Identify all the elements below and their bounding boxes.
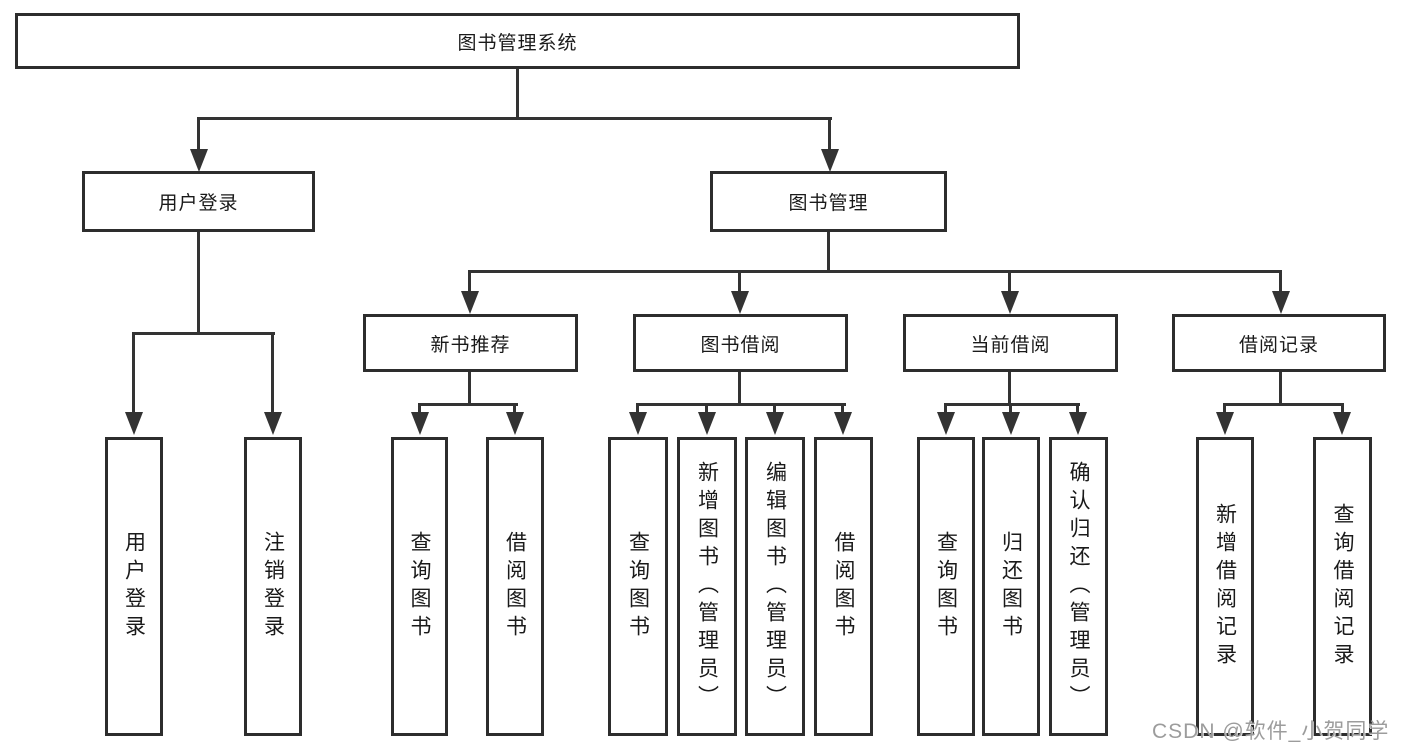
node-current-borrow-label: 当前借阅 bbox=[970, 334, 1051, 356]
connector-line bbox=[197, 232, 200, 335]
leaf-label: 借阅图书 bbox=[832, 530, 855, 643]
connector-line bbox=[271, 334, 274, 412]
arrow-down-icon bbox=[629, 412, 647, 435]
arrow-down-icon bbox=[1002, 412, 1020, 435]
arrow-down-icon bbox=[1001, 291, 1019, 314]
connector-line bbox=[705, 405, 708, 414]
connector-line bbox=[468, 272, 471, 292]
arrow-down-icon bbox=[766, 412, 784, 435]
node-user-login-label: 用户登录 bbox=[158, 193, 239, 214]
node-borrow-records-label: 借阅记录 bbox=[1238, 334, 1319, 356]
leaf-confirm-return-admin: 确认归还（管理员） bbox=[1049, 437, 1108, 736]
connector-line bbox=[1279, 372, 1282, 405]
node-root-label: 图书管理系统 bbox=[457, 32, 578, 54]
arrow-down-icon bbox=[461, 291, 479, 314]
connector-line bbox=[516, 69, 519, 119]
arrow-down-icon bbox=[698, 412, 716, 435]
node-borrow-records: 借阅记录 bbox=[1172, 314, 1386, 372]
connector-line bbox=[197, 119, 200, 152]
leaf-add-borrow-record: 新增借阅记录 bbox=[1196, 437, 1254, 736]
connector-line bbox=[1009, 405, 1012, 414]
leaf-edit-books-admin: 编辑图书（管理员） bbox=[745, 437, 805, 736]
connector-line bbox=[738, 372, 741, 405]
connector-line bbox=[513, 405, 516, 414]
arrow-down-icon bbox=[264, 412, 282, 435]
connector-line bbox=[1223, 405, 1226, 414]
node-book-borrow: 图书借阅 bbox=[633, 314, 848, 372]
arrow-down-icon bbox=[125, 412, 143, 435]
connector-line bbox=[827, 232, 830, 272]
connector-line bbox=[944, 403, 1080, 406]
node-user-login: 用户登录 bbox=[82, 171, 315, 232]
leaf-label: 查询图书 bbox=[626, 530, 650, 643]
leaf-label: 查询图书 bbox=[934, 530, 958, 643]
node-new-book-recommend: 新书推荐 bbox=[363, 314, 578, 372]
arrow-down-icon bbox=[1069, 412, 1087, 435]
arrow-down-icon bbox=[190, 149, 208, 172]
connector-line bbox=[197, 117, 832, 120]
connector-line bbox=[841, 405, 844, 414]
connector-line bbox=[468, 270, 1282, 273]
leaf-query-borrow-record: 查询借阅记录 bbox=[1313, 437, 1372, 736]
arrow-down-icon bbox=[731, 291, 749, 314]
node-new-book-recommend-label: 新书推荐 bbox=[430, 334, 511, 356]
arrow-down-icon bbox=[821, 149, 839, 172]
connector-line bbox=[636, 403, 846, 406]
connector-line bbox=[418, 403, 518, 406]
connector-line bbox=[773, 405, 776, 414]
node-book-management: 图书管理 bbox=[710, 171, 947, 232]
connector-line bbox=[1341, 405, 1344, 414]
watermark: CSDN @软件_小贺同学 bbox=[1152, 720, 1390, 743]
leaf-label: 新增图书（管理员） bbox=[695, 460, 719, 713]
leaf-query-books-recommend: 查询图书 bbox=[391, 437, 448, 736]
leaf-query-books-current: 查询图书 bbox=[917, 437, 975, 736]
leaf-label: 借阅图书 bbox=[503, 530, 527, 643]
connector-line bbox=[636, 405, 639, 414]
connector-line bbox=[1279, 272, 1282, 292]
connector-line bbox=[1223, 403, 1344, 406]
leaf-label: 归还图书 bbox=[999, 530, 1023, 643]
arrow-down-icon bbox=[1216, 412, 1234, 435]
leaf-logout: 注销登录 bbox=[244, 437, 302, 736]
leaf-borrow-books: 借阅图书 bbox=[814, 437, 873, 736]
arrow-down-icon bbox=[411, 412, 429, 435]
connector-line bbox=[1076, 405, 1079, 414]
leaf-label: 新增借阅记录 bbox=[1213, 502, 1237, 671]
connector-line bbox=[738, 272, 741, 292]
leaf-label: 查询借阅记录 bbox=[1331, 502, 1354, 671]
leaf-label: 确认归还（管理员） bbox=[1067, 460, 1090, 713]
connector-line bbox=[1008, 272, 1011, 292]
leaf-return-books: 归还图书 bbox=[982, 437, 1040, 736]
node-current-borrow: 当前借阅 bbox=[903, 314, 1118, 372]
arrow-down-icon bbox=[506, 412, 524, 435]
connector-line bbox=[418, 405, 421, 414]
arrow-down-icon bbox=[1272, 291, 1290, 314]
node-root: 图书管理系统 bbox=[15, 13, 1020, 69]
leaf-query-books-borrow: 查询图书 bbox=[608, 437, 668, 736]
connector-line bbox=[132, 334, 135, 412]
leaf-borrow-books-recommend: 借阅图书 bbox=[486, 437, 544, 736]
connector-line bbox=[944, 405, 947, 414]
arrow-down-icon bbox=[834, 412, 852, 435]
arrow-down-icon bbox=[937, 412, 955, 435]
node-book-management-label: 图书管理 bbox=[788, 193, 869, 214]
leaf-label: 用户登录 bbox=[122, 530, 146, 643]
leaf-label: 编辑图书（管理员） bbox=[763, 460, 787, 713]
leaf-label: 注销登录 bbox=[261, 530, 285, 643]
leaf-user-login: 用户登录 bbox=[105, 437, 163, 736]
node-book-borrow-label: 图书借阅 bbox=[700, 334, 781, 356]
leaf-add-books-admin: 新增图书（管理员） bbox=[677, 437, 737, 736]
connector-line bbox=[468, 372, 471, 405]
leaf-label: 查询图书 bbox=[408, 530, 431, 643]
connector-line bbox=[132, 332, 275, 335]
arrow-down-icon bbox=[1333, 412, 1351, 435]
connector-line bbox=[828, 119, 831, 152]
connector-line bbox=[1008, 372, 1011, 405]
